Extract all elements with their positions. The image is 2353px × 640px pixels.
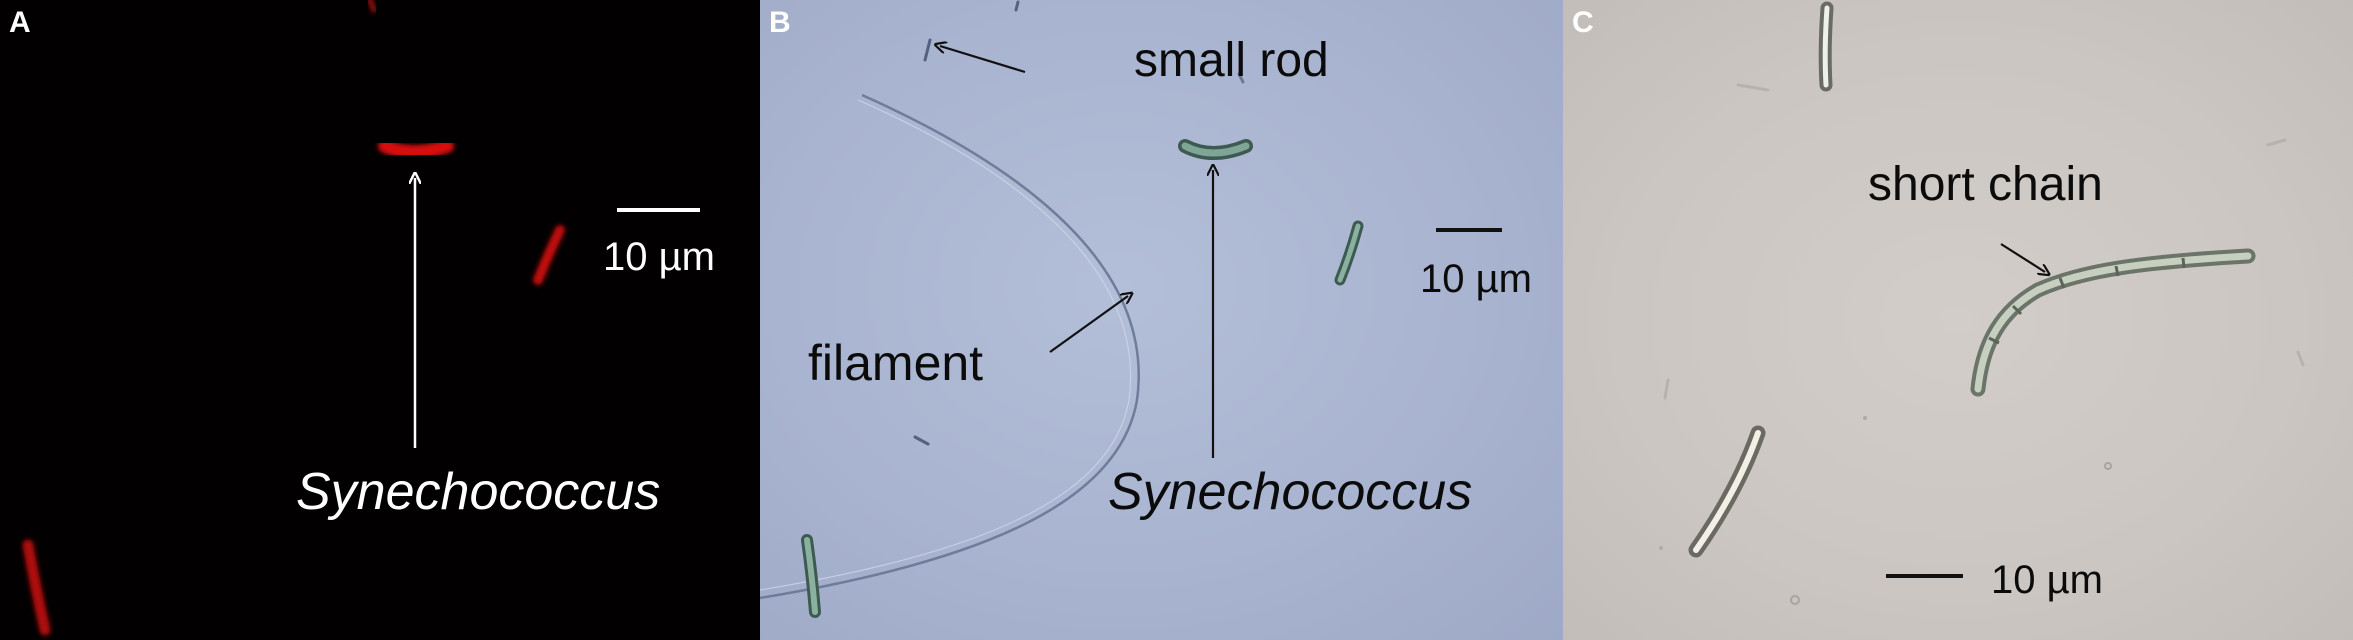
panel-b-image bbox=[760, 0, 1502, 618]
arrow-to-filament bbox=[1049, 296, 1128, 353]
small-rod bbox=[923, 38, 932, 62]
red-cell-top bbox=[367, 0, 377, 13]
panel-letter: B bbox=[769, 6, 791, 39]
arrow-to-small-rod bbox=[940, 46, 1026, 74]
panel-a-image bbox=[22, 0, 700, 636]
red-cell-right bbox=[533, 225, 565, 285]
scale-bar-label: 10 µm bbox=[1420, 257, 1532, 301]
red-cell-curved bbox=[378, 139, 454, 159]
short-chain-label: short chain bbox=[1868, 158, 2103, 211]
panel-b-brightfield: B small rod filament Synechococcus 10 µm bbox=[760, 0, 1563, 640]
small-rod-label: small rod bbox=[1134, 34, 1329, 87]
panel-a-fluorescence: A 10 µm Synechococcus bbox=[0, 0, 760, 640]
scale-bar-label: 10 µm bbox=[1991, 558, 2103, 602]
arrow-to-short-chain bbox=[2000, 243, 2045, 272]
red-cell-bottom-left bbox=[22, 539, 51, 636]
synechococcus-label: Synechococcus bbox=[1108, 463, 1473, 521]
synechococcus-label: Synechococcus bbox=[296, 463, 661, 521]
panel-letter: A bbox=[9, 6, 31, 39]
short-chain bbox=[1970, 248, 2256, 397]
filament-label: filament bbox=[808, 335, 984, 391]
panel-letter: C bbox=[1572, 6, 1594, 39]
filament bbox=[760, 93, 1140, 600]
panel-c-brightfield: C short chain 10 µm bbox=[1563, 0, 2353, 640]
panel-c-image bbox=[1659, 1, 2305, 605]
scale-bar-label: 10 µm bbox=[603, 235, 715, 279]
